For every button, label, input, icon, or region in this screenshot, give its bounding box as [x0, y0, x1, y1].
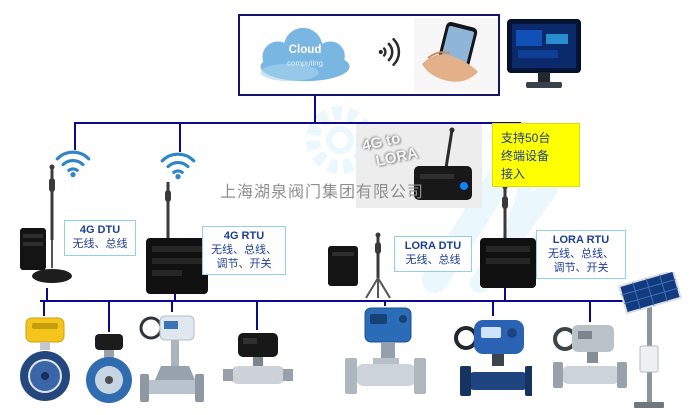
note-line: 支持50台	[501, 131, 551, 145]
desktop-monitor-photo	[507, 19, 581, 88]
hand-holding-phone-photo	[414, 18, 498, 92]
device-name: 4G RTU	[223, 230, 265, 242]
4g-rtu-device-photo	[146, 182, 208, 294]
lora-dtu-antenna-device-photo	[328, 232, 391, 299]
device-desc: 调节、开关	[216, 257, 272, 270]
connector-line	[46, 288, 48, 300]
connector-line	[174, 294, 176, 300]
device-desc: 调节、开关	[553, 261, 609, 274]
capacity-note: 支持50台 终端设备 接入	[492, 123, 580, 187]
router-antenna-icon	[414, 127, 472, 200]
device-name: LORA RTU	[552, 234, 610, 246]
electric-gate-valve-icon	[139, 315, 204, 402]
device-desc: 无线、总线、	[548, 247, 614, 260]
connector-line	[504, 288, 506, 300]
device-desc: 无线、总线	[405, 253, 461, 266]
cloud-title: Cloud	[289, 43, 322, 56]
connector-line	[171, 300, 173, 312]
connector-line	[589, 300, 591, 322]
solar-panel-pole-station-icon	[617, 272, 682, 408]
device-name: 4G DTU	[79, 224, 121, 236]
cloud-subtitle: computing	[287, 59, 323, 68]
cloud-platform-box: Cloud computing	[238, 14, 500, 96]
device-label-4g-rtu: 4G RTU 无线、总线、 调节、开关	[202, 226, 286, 276]
connector-bus-top	[75, 122, 521, 124]
connector-line	[314, 96, 316, 122]
4g-lora-bridge-router-photo	[356, 124, 482, 208]
device-name: LORA DTU	[404, 240, 462, 252]
device-desc: 无线、总线、	[211, 243, 277, 256]
connector-line	[384, 300, 386, 306]
note-line: 终端设备	[501, 149, 550, 163]
wifi-signal-icon	[160, 152, 196, 180]
connector-line	[256, 300, 258, 330]
note-line: 接入	[501, 167, 526, 181]
yellow-electric-actuator-butterfly-valve-icon	[20, 317, 70, 401]
device-label-4g-dtu: 4G DTU 无线、总线	[64, 220, 136, 256]
lora-rtu-device-photo	[480, 184, 536, 288]
connector-line	[492, 300, 494, 316]
connector-line	[43, 300, 45, 316]
cloud-computing-icon: Cloud computing	[260, 27, 350, 82]
connector-bus-bottom	[40, 300, 650, 302]
electric-butterfly-valve-icon	[86, 334, 132, 403]
connector-line	[179, 122, 181, 152]
4g-dtu-antenna-device-photo	[20, 164, 72, 283]
device-label-lora-dtu: LORA DTU 无线、总线	[394, 236, 472, 272]
wifi-signal-icon	[55, 150, 91, 178]
connector-line	[108, 300, 110, 332]
gray-electric-actuator-ball-valve-icon	[553, 325, 627, 388]
connector-line	[74, 122, 76, 150]
black-electric-ball-valve-icon	[223, 333, 293, 384]
company-watermark: 上海湖泉阀门集团有限公司	[220, 184, 425, 201]
wifi-signal-icon	[378, 37, 401, 67]
blue-rotary-actuator-valve-icon	[454, 320, 532, 396]
blue-electric-actuator-flanged-ball-valve-icon	[345, 307, 426, 394]
device-desc: 无线、总线	[72, 237, 128, 250]
device-label-lora-rtu: LORA RTU 无线、总线、 调节、开关	[536, 230, 626, 280]
